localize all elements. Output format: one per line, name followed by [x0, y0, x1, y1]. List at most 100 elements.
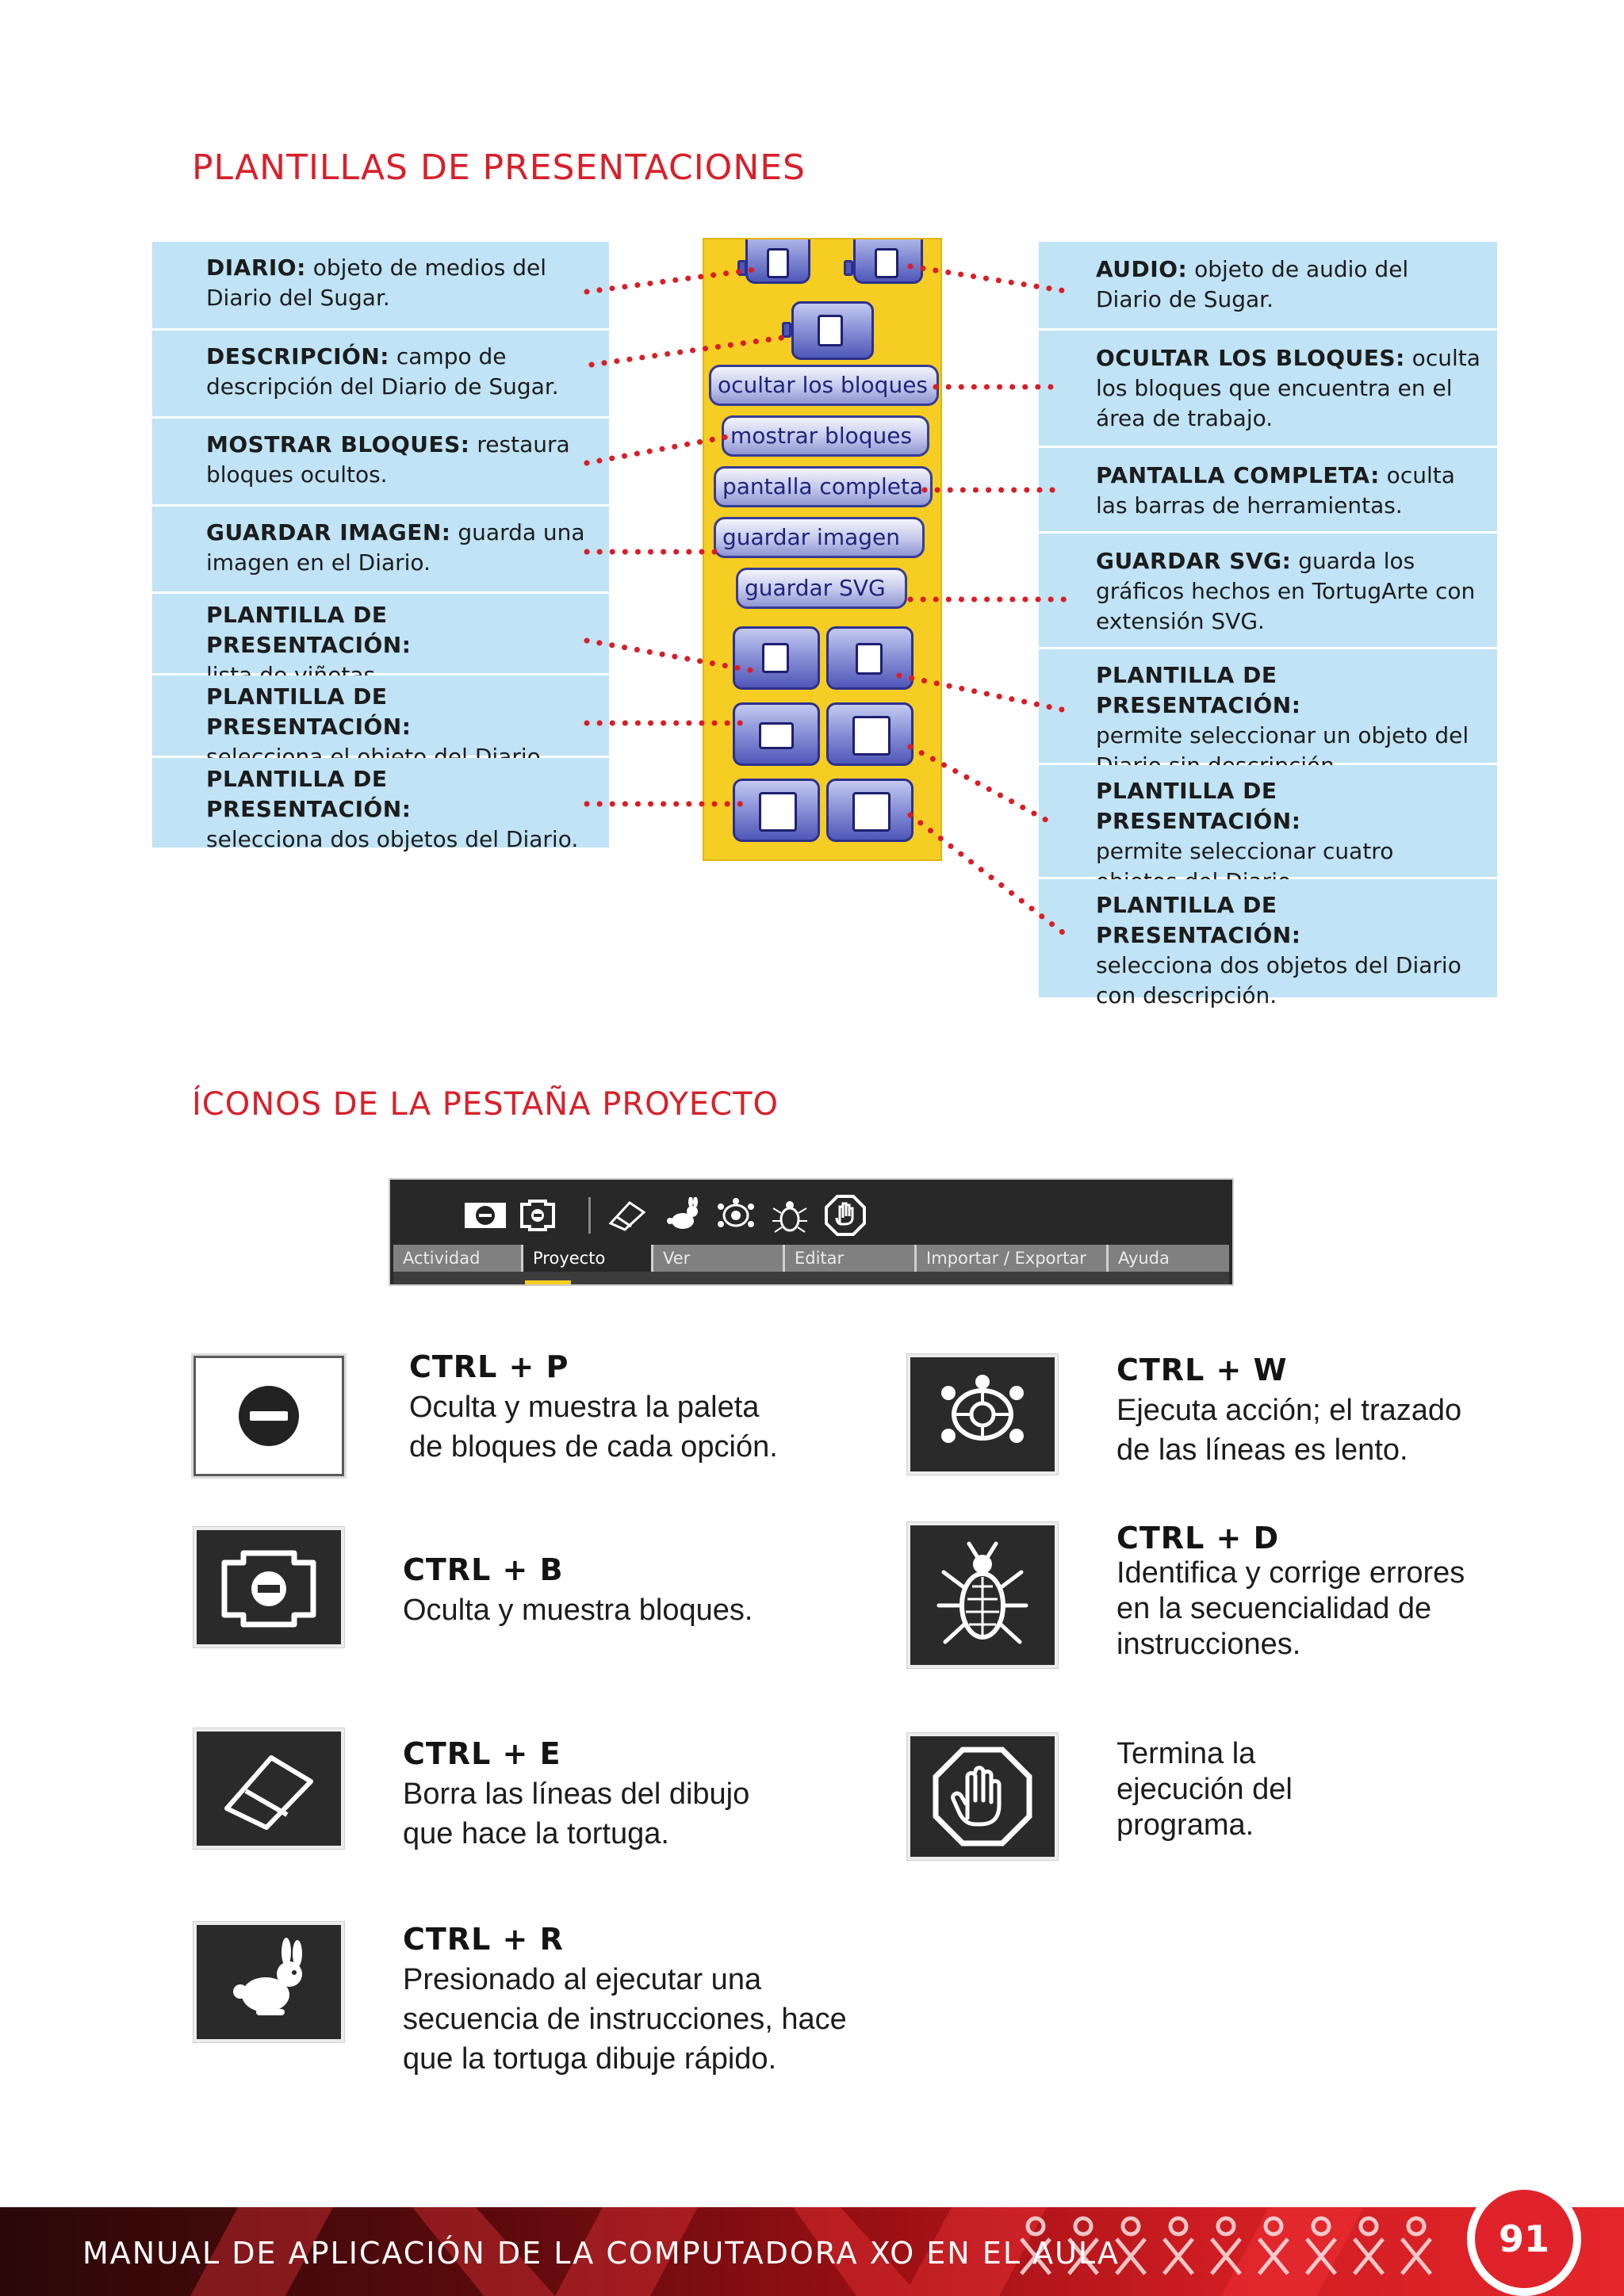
callout-text: campo de descripción del Diario de Sugar… [206, 343, 559, 400]
template-four-icon [852, 716, 891, 756]
description-line: Termina la [1116, 1737, 1256, 1770]
turtle-icon[interactable] [714, 1194, 758, 1237]
tab-actividad[interactable]: Actividad [393, 1245, 523, 1272]
callout-label: PLANTILLA DE PRESENTACIÓN: [1096, 892, 1301, 948]
block-audio[interactable] [853, 239, 923, 284]
xo-logo-icon [1020, 2216, 1051, 2275]
callout-text: oculta los bloques que encuentra en el á… [1096, 345, 1480, 431]
callout-label: PLANTILLA DE PRESENTACIÓN: [1096, 662, 1301, 718]
block-guardar-svg[interactable]: guardar SVG [736, 568, 907, 609]
journal-icon [767, 248, 789, 278]
section-title-plantillas: PLANTILLAS DE PRESENTACIONES [192, 147, 806, 188]
description-line: Ejecuta acción; el trazado [1116, 1394, 1462, 1427]
block-template-four[interactable] [826, 702, 914, 766]
callout-label: MOSTRAR BLOQUES: [206, 431, 470, 457]
journal-icon [856, 643, 883, 675]
footer-pattern [190, 2207, 1432, 2296]
shortcut-ctrl-d: CTRL + D [1116, 1521, 1280, 1556]
connector-diario [584, 266, 758, 295]
hide-blocks-icon [193, 1526, 345, 1648]
callout-label: GUARDAR SVG: [1096, 548, 1292, 574]
hide-blocks-icon[interactable] [515, 1194, 560, 1237]
block-guardar-imagen[interactable]: guardar imagen [714, 517, 925, 558]
tab-importar-exportar[interactable]: Importar / Exportar [917, 1245, 1109, 1272]
turtle-icon [906, 1353, 1059, 1475]
callout-label: PLANTILLA DE PRESENTACIÓN: [206, 683, 412, 740]
callout-label: AUDIO: [1096, 256, 1188, 282]
description-line: de las líneas es lento. [1116, 1433, 1408, 1467]
eraser-icon[interactable] [604, 1194, 649, 1237]
rabbit-icon [193, 1921, 345, 2043]
description-ctrl-w: Ejecuta acción; el trazado de las líneas… [1116, 1391, 1461, 1470]
connector-vinetas [584, 637, 756, 674]
xo-logo-icon [1067, 2216, 1099, 2275]
toolbar-separator [588, 1197, 591, 1234]
description-stop: Termina la ejecución del programa. [1116, 1736, 1293, 1843]
block-template-bullets[interactable] [733, 626, 820, 690]
stop-hand-icon[interactable] [823, 1194, 868, 1237]
description-ctrl-r: Presionado al ejecutar una secuencia de … [403, 1960, 847, 2079]
block-mostrar-bloques[interactable]: mostrar bloques [722, 415, 929, 457]
description-line: que hace la tortuga. [403, 1817, 669, 1850]
block-ocultar-bloques[interactable]: ocultar los bloques [709, 365, 939, 406]
connector-con-desc [907, 812, 1066, 936]
callout-guardar-svg: GUARDAR SVG: guarda los gráficos hechos … [1039, 534, 1497, 649]
callout-text: objeto de medios del Diario del Sugar. [206, 254, 546, 311]
callout-label: OCULTAR LOS BLOQUES: [1096, 345, 1405, 371]
callout-plantilla-dos-objetos: PLANTILLA DE PRESENTACIÓN: selecciona do… [152, 758, 609, 852]
block-template-one-no-desc[interactable] [826, 626, 914, 690]
callout-diario: DIARIO: objeto de medios del Diario del … [152, 242, 609, 331]
description-ctrl-e: Borra las líneas del dibujo que hace la … [403, 1774, 749, 1854]
block-template-one[interactable] [733, 702, 820, 766]
callout-text: oculta las barras de herramientas. [1096, 462, 1455, 519]
description-line: Presionado al ejecutar una [403, 1963, 762, 1996]
description-ctrl-p: Oculta y muestra la paleta de bloques de… [409, 1387, 778, 1467]
callout-descripcion: DESCRIPCIÓN: campo de descripción del Di… [152, 331, 609, 419]
rabbit-icon[interactable] [660, 1194, 704, 1237]
bug-icon [906, 1521, 1059, 1669]
block-template-two-desc[interactable] [826, 779, 914, 842]
description-icon [818, 315, 843, 346]
bug-icon[interactable] [768, 1194, 812, 1237]
callout-plantilla-cuatro-objetos: PLANTILLA DE PRESENTACIÓN: permite selec… [1039, 765, 1497, 894]
xo-logo-icon [1210, 2216, 1242, 2275]
description-line: Borra las líneas del dibujo [403, 1777, 750, 1811]
audio-icon [875, 248, 898, 278]
description-line: que la tortuga dibuje rápido. [403, 2042, 777, 2076]
callout-label: PLANTILLA DE PRESENTACIÓN: [206, 602, 412, 658]
connector-cuatro [907, 744, 1058, 828]
description-ctrl-b: Oculta y muestra bloques. [403, 1590, 753, 1630]
page-footer: MANUAL DE APLICACIÓN DE LA COMPUTADORA X… [0, 2207, 1624, 2296]
tab-ayuda[interactable]: Ayuda [1118, 1249, 1170, 1268]
tab-editar[interactable]: Editar [785, 1245, 917, 1272]
callout-label: PANTALLA COMPLETA: [1096, 462, 1380, 488]
xo-logo-icon [1115, 2216, 1147, 2275]
description-line: instrucciones. [1116, 1628, 1301, 1661]
shortcut-ctrl-p: CTRL + P [409, 1349, 569, 1384]
project-toolbar: Actividad Proyecto Ver Editar Importar /… [389, 1178, 1234, 1286]
block-descripcion[interactable] [791, 301, 874, 360]
active-tab-indicator [525, 1280, 571, 1284]
hide-palette-icon[interactable] [463, 1194, 508, 1237]
page-number: 91 [1467, 2182, 1581, 2296]
section-title-iconos: ÍCONOS DE LA PESTAÑA PROYECTO [192, 1086, 779, 1123]
callout-text: selecciona dos objetos del Diario con de… [1096, 952, 1461, 1008]
callout-pantalla-completa: PANTALLA COMPLETA: oculta las barras de … [1039, 448, 1497, 534]
callout-text: selecciona dos objetos del Diario. [206, 826, 579, 852]
callout-mostrar-bloques: MOSTRAR BLOQUES: restaura bloques oculto… [152, 419, 609, 507]
callout-text: guarda los gráficos hechos en TortugArte… [1096, 548, 1476, 634]
tab-ver[interactable]: Ver [653, 1245, 785, 1272]
block-pantalla-completa[interactable]: pantalla completa [714, 466, 933, 507]
xo-logo-icon [1162, 2216, 1194, 2275]
connector-audio [907, 263, 1074, 295]
block-connector [844, 260, 853, 276]
description-line: ejecución del [1116, 1773, 1293, 1806]
toolbar-tabs: Actividad Proyecto Ver Editar Importar /… [393, 1245, 1229, 1272]
tab-proyecto[interactable]: Proyecto [523, 1245, 653, 1272]
description-line: Oculta y muestra bloques. [403, 1594, 753, 1627]
shortcut-ctrl-b: CTRL + B [403, 1552, 564, 1587]
stop-hand-icon [906, 1732, 1059, 1861]
hide-palette-icon [191, 1353, 347, 1479]
callout-text: objeto de audio del Diario de Sugar. [1096, 256, 1409, 312]
block-template-two[interactable] [733, 779, 820, 842]
